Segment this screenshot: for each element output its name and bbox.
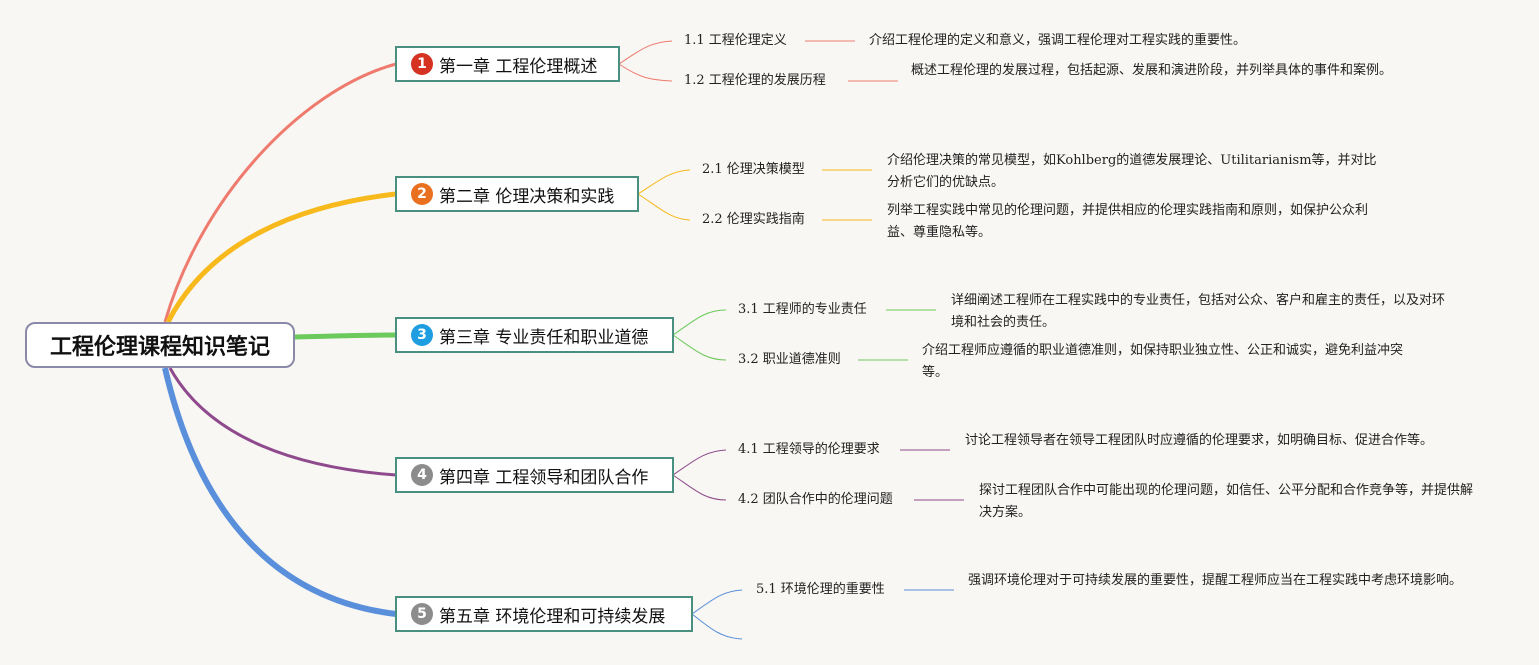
- sub-line-1-1: [618, 40, 673, 65]
- subtopic-desc-2-1[interactable]: 介绍伦理决策的常见模型，如Kohlberg的道德发展理论、Utilitarian…: [887, 153, 1377, 190]
- number-3-icon: 3: [411, 324, 433, 346]
- chapter-title: 第五章 环境伦理和可持续发展: [439, 606, 666, 627]
- root-topic[interactable]: 工程伦理课程知识笔记: [25, 322, 295, 368]
- chapter-node-3[interactable]: 3 第三章 专业责任和职业道德: [395, 317, 674, 353]
- subtopic-desc-1-1[interactable]: 介绍工程伦理的定义和意义，强调工程伦理对工程实践的重要性。: [869, 33, 1247, 48]
- branch-line-chapter-1: [163, 62, 397, 323]
- subtopic-desc-4-1[interactable]: 讨论工程领导者在领导工程团队时应遵循的伦理要求，如明确目标、促进合作等。: [965, 433, 1434, 448]
- chapter-title: 第四章 工程领导和团队合作: [439, 467, 649, 488]
- subtopic-3-1[interactable]: 3.1 工程师的专业责任: [738, 302, 867, 317]
- sub-line-3-1: [672, 309, 727, 336]
- subtopic-3-2[interactable]: 3.2 职业道德准则: [738, 352, 841, 367]
- chapter-title: 第二章 伦理决策和实践: [439, 186, 615, 207]
- branch-line-chapter-4: [168, 367, 397, 477]
- subtopic-4-2[interactable]: 4.2 团队合作中的伦理问题: [738, 492, 893, 507]
- subtopic-desc-3-2[interactable]: 介绍工程师应遵循的职业道德准则，如保持职业独立性、公正和诚实，避免利益冲突等。: [922, 343, 1404, 380]
- sub-line-4-1: [672, 449, 727, 476]
- sub-line-2-2: [637, 193, 691, 221]
- chapter-node-1[interactable]: 1 第一章 工程伦理概述: [395, 46, 620, 82]
- number-2-icon: 2: [411, 183, 433, 205]
- chapter-title: 第一章 工程伦理概述: [439, 56, 598, 77]
- sub-line-2-1: [637, 169, 691, 195]
- number-1-icon: 1: [411, 53, 433, 75]
- sub-line-5-1: [691, 589, 743, 615]
- subtopic-4-1[interactable]: 4.1 工程领导的伦理要求: [738, 442, 880, 457]
- subtopic-desc-4-2[interactable]: 探讨工程团队合作中可能出现的伦理问题，如信任、公平分配和合作竞争等，并提供解决方…: [979, 483, 1474, 520]
- branch-line-chapter-3: [294, 332, 397, 340]
- root-topic-label: 工程伦理课程知识笔记: [49, 335, 270, 360]
- subtopic-desc-5-1[interactable]: 强调环境伦理对于可持续发展的重要性，提醒工程师应当在工程实践中考虑环境影响。: [968, 573, 1463, 588]
- sub-line-4-2: [672, 474, 727, 501]
- subtopic-2-2[interactable]: 2.2 伦理实践指南: [702, 212, 805, 227]
- chapter-node-4[interactable]: 4 第四章 工程领导和团队合作: [395, 457, 674, 493]
- subtopic-5-1[interactable]: 5.1 环境伦理的重要性: [756, 582, 885, 597]
- subtopic-1-2[interactable]: 1.2 工程伦理的发展历程: [684, 73, 826, 88]
- sub-line-1-2: [618, 63, 673, 82]
- number-4-icon: 4: [411, 464, 433, 486]
- branch-line-chapter-5: [162, 367, 397, 617]
- subtopic-2-1[interactable]: 2.1 伦理决策模型: [702, 162, 805, 177]
- subtopic-1-1[interactable]: 1.1 工程伦理定义: [684, 33, 787, 48]
- subtopic-desc-1-2[interactable]: 概述工程伦理的发展过程，包括起源、发展和演进阶段，并列举具体的事件和案例。: [911, 63, 1393, 78]
- branch-line-chapter-2: [165, 191, 397, 324]
- sub-line-5-2: [691, 613, 743, 640]
- subtopic-desc-2-2[interactable]: 列举工程实践中常见的伦理问题，并提供相应的伦理实践指南和原则，如保护公众利益、尊…: [887, 203, 1369, 240]
- chapter-title: 第三章 专业责任和职业道德: [439, 327, 649, 348]
- chapter-node-2[interactable]: 2 第二章 伦理决策和实践: [395, 176, 639, 212]
- sub-line-3-2: [672, 334, 727, 361]
- subtopic-desc-3-1[interactable]: 详细阐述工程师在工程实践中的专业责任，包括对公众、客户和雇主的责任，以及对环境和…: [951, 293, 1446, 330]
- number-5-icon: 5: [411, 603, 433, 625]
- chapter-node-5[interactable]: 5 第五章 环境伦理和可持续发展: [395, 596, 693, 632]
